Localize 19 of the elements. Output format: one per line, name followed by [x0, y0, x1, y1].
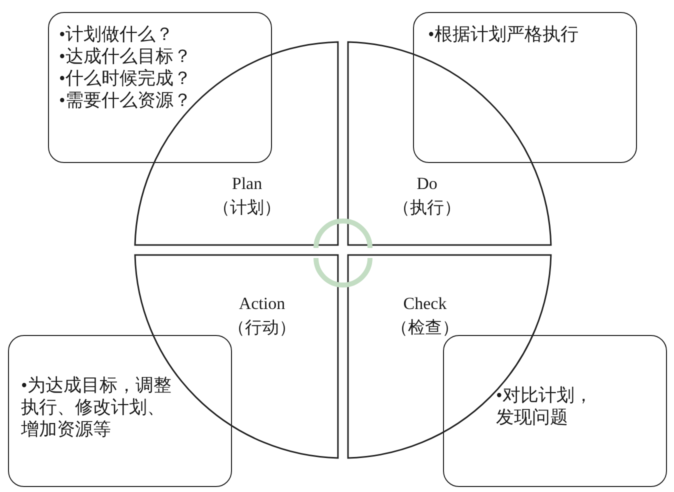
segment-label: Check [403, 293, 447, 315]
segment-label: Plan [232, 172, 262, 195]
segment-label: （检查） [391, 317, 459, 339]
bullet-text: •达成什么目标？ [59, 45, 192, 67]
bullet-text: •为达成目标，调整执行、修改计划、增加资源等 [21, 374, 172, 440]
text-card [48, 12, 272, 163]
bullet-text: •计划做什么？ [59, 23, 174, 45]
segment-label: （计划） [212, 196, 281, 219]
segment-label: （行动） [228, 317, 296, 339]
text-card [443, 335, 667, 487]
segment-label: Action [238, 293, 286, 315]
text-card [413, 12, 637, 163]
segment-label: Do [416, 172, 438, 195]
bullet-text: •对比计划，发现问题 [496, 384, 594, 428]
text-card [8, 335, 232, 487]
bullet-text: •需要什么资源？ [59, 89, 192, 111]
bullet-text: •根据计划严格执行 [428, 23, 580, 45]
segment-label: （执行） [393, 196, 461, 219]
bullet-text: •什么时候完成？ [59, 67, 192, 89]
